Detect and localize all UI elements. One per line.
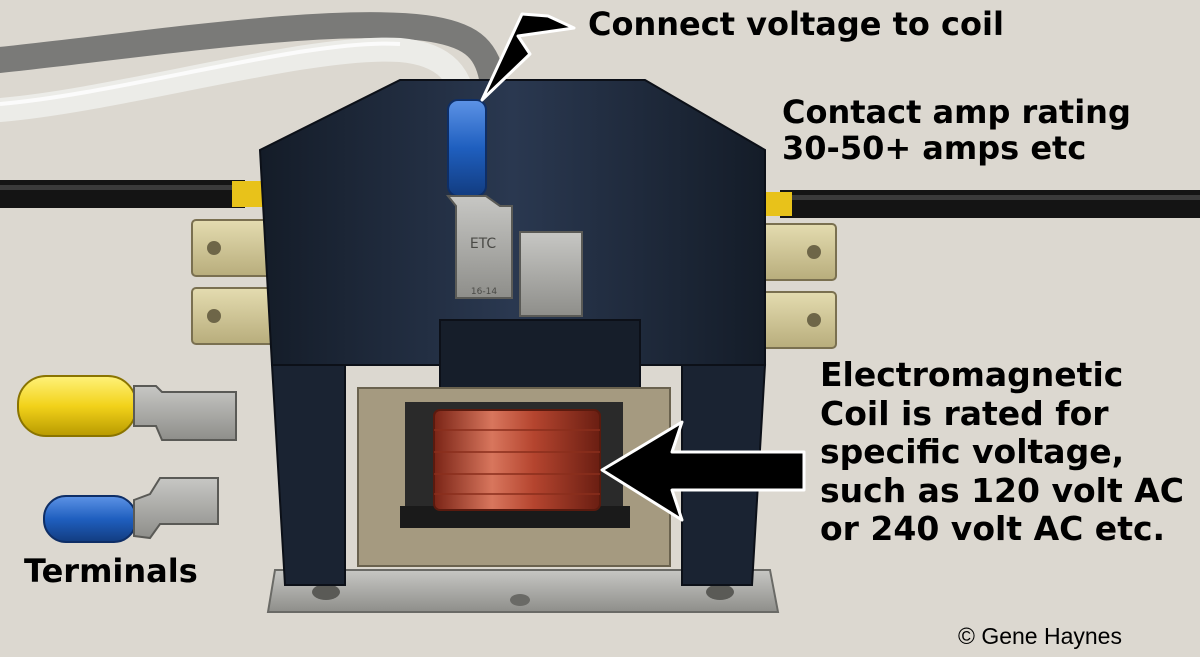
amp-rating-line-2: 30-50+ amps etc bbox=[782, 129, 1087, 168]
coil-callout-line-5: or 240 volt AC etc. bbox=[820, 509, 1166, 549]
amp-rating-callout: Contact amp rating 30-50+ amps etc bbox=[782, 94, 1131, 167]
electromagnetic-coil-callout: Electromagnetic Coil is rated for specif… bbox=[820, 355, 1184, 549]
right-contact-terminals bbox=[759, 223, 837, 349]
coil-voltage-callout: Connect voltage to coil bbox=[588, 5, 1004, 43]
mounting-base-plate bbox=[266, 569, 780, 613]
coil-callout-line-4: such as 120 volt AC bbox=[820, 470, 1184, 510]
arrow-to-coil-icon bbox=[600, 420, 806, 522]
left-contact-terminals bbox=[191, 219, 275, 345]
copper-coil bbox=[433, 409, 601, 511]
white-coil-wire bbox=[0, 37, 478, 130]
amp-rating-line-1: Contact amp rating bbox=[782, 93, 1131, 131]
arrow-to-coil-wire-icon bbox=[480, 12, 576, 102]
coil-wire-terminal: ETC 16-14 bbox=[445, 99, 513, 299]
gray-coil-wire bbox=[0, 12, 505, 91]
terminal-gauge-stamp: 16-14 bbox=[471, 287, 497, 297]
coil-callout-line-2: Coil is rated for bbox=[820, 393, 1109, 433]
terminals-label: Terminals bbox=[24, 552, 198, 590]
blue-crimp-terminal bbox=[43, 477, 219, 543]
right-load-wire bbox=[756, 190, 1200, 218]
yellow-crimp-terminal bbox=[17, 375, 237, 441]
copyright-notice: © Gene Haynes bbox=[958, 623, 1122, 649]
coil-callout-line-3: specific voltage, bbox=[820, 432, 1125, 472]
left-load-wire bbox=[0, 180, 274, 208]
terminal-brand-stamp: ETC bbox=[470, 236, 497, 252]
coil-callout-line-1: Electromagnetic bbox=[820, 355, 1124, 394]
